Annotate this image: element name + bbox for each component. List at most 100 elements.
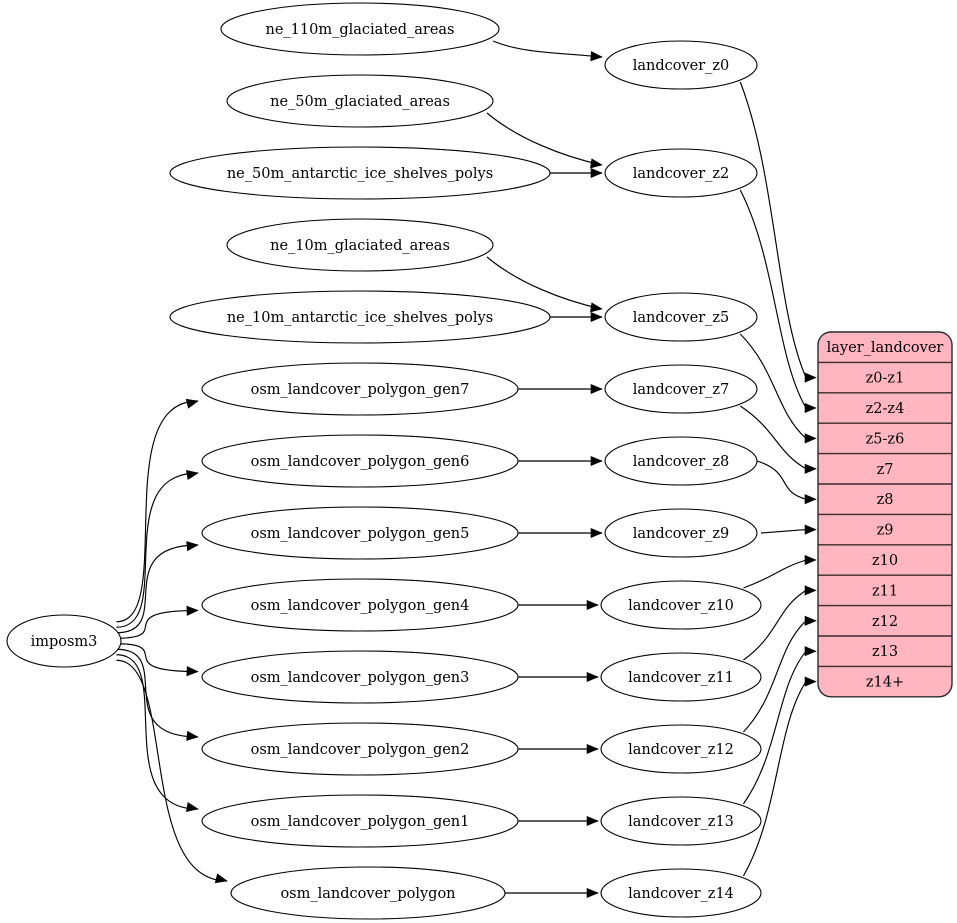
table-layer: layer_landcoverz0-z1z2-z4z5-z6z7z8z9z10z… [817, 331, 953, 698]
node-landcover-landcover_z7-label: landcover_z7 [633, 382, 730, 398]
node-ne-ne_10m_antarctic_ice_shelves_polys[interactable]: ne_10m_antarctic_ice_shelves_polys [169, 290, 551, 344]
node-landcover-landcover_z10[interactable]: landcover_z10 [600, 580, 762, 630]
node-osm-osm_landcover_polygon_gen2-label: osm_landcover_polygon_gen2 [251, 742, 470, 758]
edge-imposm3-to-osm_landcover_polygon_gen3 [116, 643, 199, 677]
node-osm-osm_landcover_polygon_gen5-label: osm_landcover_polygon_gen5 [251, 526, 470, 542]
edge-landcover_z5-to-row-z5-z6 [739, 333, 817, 444]
edge-arrowhead [590, 51, 603, 62]
node-landcover-landcover_z13[interactable]: landcover_z13 [600, 796, 762, 846]
edge-imposm3-to-osm_landcover_polygon_gen7 [116, 398, 199, 623]
node-osm-osm_landcover_polygon-label: osm_landcover_polygon [280, 886, 455, 902]
table-row-label: z13 [872, 644, 898, 660]
edge-arrowhead [590, 527, 603, 539]
node-landcover-landcover_z7[interactable]: landcover_z7 [604, 364, 758, 414]
node-osm-osm_landcover_polygon_gen6[interactable]: osm_landcover_polygon_gen6 [201, 434, 519, 488]
node-ne-ne_50m_antarctic_ice_shelves_polys[interactable]: ne_50m_antarctic_ice_shelves_polys [169, 146, 551, 200]
node-landcover-landcover_z11[interactable]: landcover_z11 [600, 652, 762, 702]
edge-arrowhead [586, 599, 599, 611]
node-source-imposm3[interactable]: imposm3 [6, 614, 122, 668]
edge-osm_landcover_polygon_gen4-to-landcover_z10 [517, 599, 599, 611]
node-landcover-landcover_z13-label: landcover_z13 [628, 814, 734, 830]
node-landcover-landcover_z9-label: landcover_z9 [633, 526, 730, 542]
edges-layer [116, 40, 817, 899]
node-landcover-landcover_z0-label: landcover_z0 [633, 58, 730, 74]
edge-osm_landcover_polygon_gen2-to-landcover_z12 [517, 743, 599, 755]
node-osm-osm_landcover_polygon_gen7[interactable]: osm_landcover_polygon_gen7 [201, 362, 519, 416]
node-osm-osm_landcover_polygon_gen7-label: osm_landcover_polygon_gen7 [251, 382, 470, 398]
edge-imposm3-to-osm_landcover_polygon_gen4 [116, 605, 199, 639]
node-ne-ne_10m_glaciated_areas[interactable]: ne_10m_glaciated_areas [226, 218, 494, 272]
node-landcover-landcover_z8[interactable]: landcover_z8 [604, 436, 758, 486]
node-landcover-landcover_z5-label: landcover_z5 [633, 310, 730, 326]
table-row-label: z10 [872, 553, 898, 569]
edge-arrowhead [590, 383, 603, 395]
node-ne-ne_10m_glaciated_areas-label: ne_10m_glaciated_areas [270, 238, 450, 254]
edge-landcover_z8-to-row-z8 [756, 460, 817, 505]
edge-arrowhead [804, 463, 817, 474]
node-landcover-landcover_z5[interactable]: landcover_z5 [604, 292, 758, 342]
node-osm-osm_landcover_polygon[interactable]: osm_landcover_polygon [230, 866, 506, 920]
edge-osm_landcover_polygon_gen3-to-landcover_z11 [517, 671, 599, 683]
node-osm-osm_landcover_polygon_gen5[interactable]: osm_landcover_polygon_gen5 [201, 506, 519, 560]
edge-arrowhead [186, 666, 199, 677]
edge-landcover_z2-to-row-z2-z4 [739, 189, 817, 414]
node-osm-osm_landcover_polygon_gen2[interactable]: osm_landcover_polygon_gen2 [201, 722, 519, 776]
node-landcover-landcover_z11-label: landcover_z11 [628, 670, 734, 686]
edge-ne_50m_antarctic_ice_shelves_polys-to-landcover_z2 [549, 167, 603, 179]
edge-osm_landcover_polygon_gen1-to-landcover_z13 [517, 815, 599, 827]
table-row-label: z12 [872, 614, 898, 630]
edge-arrowhead [804, 676, 817, 687]
edge-arrowhead [586, 815, 599, 827]
node-osm-osm_landcover_polygon_gen4[interactable]: osm_landcover_polygon_gen4 [201, 578, 519, 632]
edge-arrowhead [804, 646, 817, 657]
node-osm-osm_landcover_polygon_gen3[interactable]: osm_landcover_polygon_gen3 [201, 650, 519, 704]
node-landcover-landcover_z0[interactable]: landcover_z0 [604, 40, 758, 90]
node-ne-ne_50m_glaciated_areas[interactable]: ne_50m_glaciated_areas [226, 74, 494, 128]
table-row-label: z9 [877, 523, 894, 539]
edge-arrowhead [586, 743, 599, 755]
node-landcover-landcover_z9[interactable]: landcover_z9 [604, 508, 758, 558]
edge-ne_10m_antarctic_ice_shelves_polys-to-landcover_z5 [549, 311, 603, 323]
edge-landcover_z7-to-row-z7 [739, 405, 817, 474]
node-ne-ne_50m_antarctic_ice_shelves_polys-label: ne_50m_antarctic_ice_shelves_polys [227, 166, 493, 182]
table-row-label: z2-z4 [866, 401, 905, 417]
edge-ne_50m_glaciated_areas-to-landcover_z2 [486, 112, 603, 169]
edge-arrowhead [214, 873, 228, 884]
edge-arrowhead [186, 730, 199, 741]
edge-osm_landcover_polygon-to-landcover_z14 [504, 887, 599, 899]
node-osm-osm_landcover_polygon_gen1[interactable]: osm_landcover_polygon_gen1 [201, 794, 519, 848]
edge-arrowhead [804, 372, 817, 383]
edge-arrowhead [804, 524, 817, 535]
edge-arrowhead [590, 158, 603, 169]
edge-ne_110m_glaciated_areas-to-landcover_z0 [492, 40, 603, 62]
node-landcover-landcover_z2[interactable]: landcover_z2 [604, 148, 758, 198]
edge-arrowhead [804, 402, 817, 414]
edge-arrowhead [186, 541, 199, 552]
table-row-label: z7 [877, 462, 894, 478]
edge-arrowhead [185, 802, 199, 812]
edge-arrowhead [590, 455, 603, 467]
node-landcover-landcover_z8-label: landcover_z8 [633, 454, 730, 470]
edge-landcover_z14-to-row-z14+ [742, 676, 817, 877]
edge-arrowhead [804, 554, 817, 566]
edge-osm_landcover_polygon_gen5-to-landcover_z9 [517, 527, 603, 539]
node-osm-osm_landcover_polygon_gen4-label: osm_landcover_polygon_gen4 [251, 598, 470, 614]
node-landcover-landcover_z10-label: landcover_z10 [628, 598, 734, 614]
nodes-layer: imposm3 ne_110m_glaciated_areas ne_50m_gla… [6, 2, 762, 920]
node-ne-ne_110m_glaciated_areas[interactable]: ne_110m_glaciated_areas [220, 2, 500, 56]
node-source-imposm3-label: imposm3 [31, 634, 98, 650]
edge-arrowhead [186, 605, 199, 616]
table-row-label: z14+ [866, 675, 904, 691]
node-ne-ne_50m_glaciated_areas-label: ne_50m_glaciated_areas [270, 94, 450, 110]
node-osm-osm_landcover_polygon_gen1-label: osm_landcover_polygon_gen1 [251, 814, 470, 830]
layer-landcover-table[interactable]: layer_landcoverz0-z1z2-z4z5-z6z7z8z9z10z… [817, 331, 953, 698]
edge-landcover_z13-to-row-z13 [742, 646, 817, 805]
edge-landcover_z10-to-row-z10 [743, 554, 817, 589]
node-landcover-landcover_z14[interactable]: landcover_z14 [600, 868, 762, 918]
node-landcover-landcover_z2-label: landcover_z2 [633, 166, 730, 182]
node-landcover-landcover_z12[interactable]: landcover_z12 [600, 724, 762, 774]
edge-arrowhead [590, 167, 603, 179]
edge-arrowhead [185, 470, 199, 480]
